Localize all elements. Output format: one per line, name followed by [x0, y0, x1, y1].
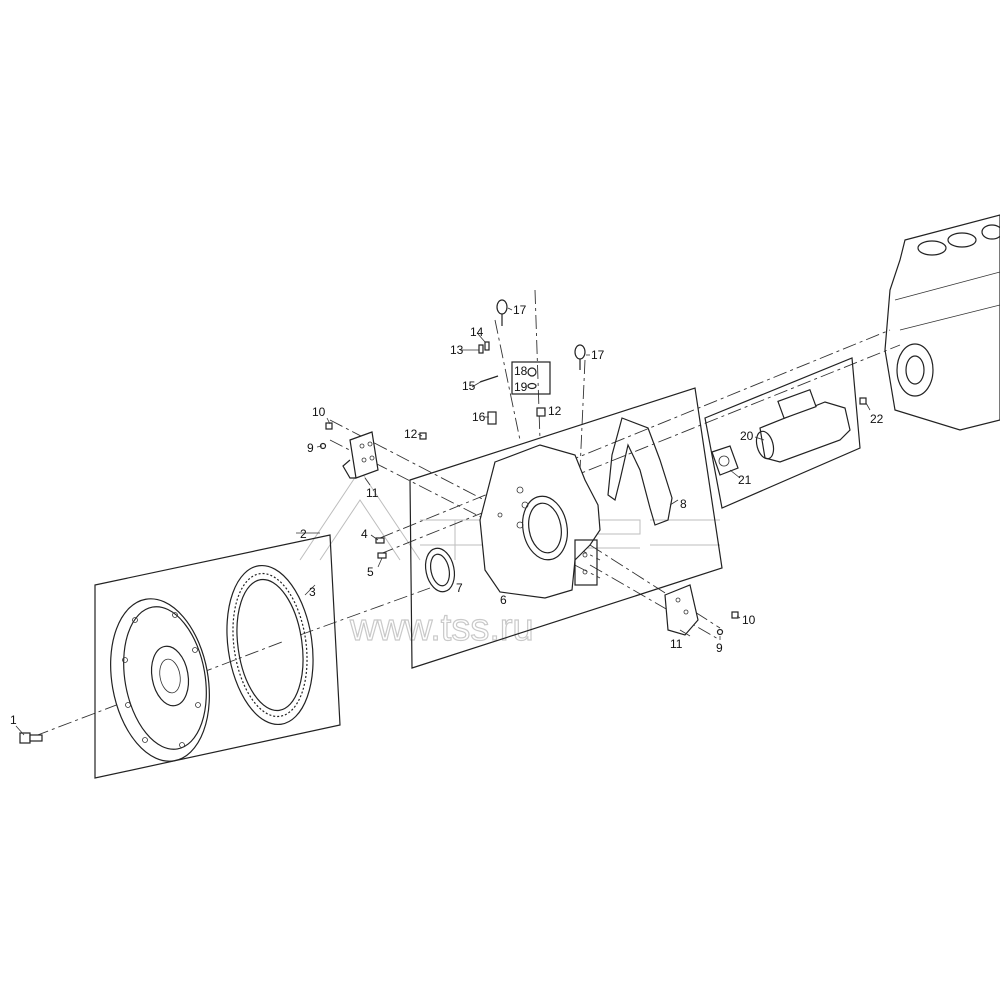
label-21: 21 [738, 473, 752, 487]
mounting-bracket-lower [664, 584, 699, 636]
label-17b: 17 [591, 348, 605, 362]
fasteners [319, 341, 867, 636]
label-14: 14 [470, 325, 484, 339]
flywheel-assembly [94, 532, 341, 779]
label-9b: 9 [716, 641, 723, 655]
label-4: 4 [361, 527, 368, 541]
label-3: 3 [309, 585, 316, 599]
label-12a: 12 [404, 427, 418, 441]
label-2: 2 [300, 527, 307, 541]
housing-gasket [607, 417, 673, 526]
label-15: 15 [462, 379, 476, 393]
label-11a: 11 [366, 486, 379, 500]
flywheel [110, 598, 210, 762]
mounting-bracket-upper [342, 431, 379, 479]
label-5: 5 [367, 565, 374, 579]
callout-labels: 1 2 3 4 5 6 7 8 9 9 10 10 11 11 12 12 13… [10, 303, 884, 727]
leader-lines [15, 307, 871, 736]
oil-seal [424, 547, 456, 593]
label-8: 8 [680, 497, 687, 511]
label-9a: 9 [307, 441, 314, 455]
label-16: 16 [472, 410, 486, 424]
flywheel-housing [479, 444, 601, 599]
label-10a: 10 [312, 405, 326, 419]
label-13: 13 [450, 343, 464, 357]
label-10b: 10 [742, 613, 756, 627]
label-12b: 12 [548, 404, 562, 418]
label-7: 7 [456, 581, 463, 595]
label-17a: 17 [513, 303, 527, 317]
lifting-eye-lower [574, 344, 586, 370]
engine-block [884, 214, 1000, 431]
label-20: 20 [740, 429, 754, 443]
label-11b: 11 [670, 637, 683, 651]
label-19: 19 [514, 380, 528, 394]
starter-gasket [711, 445, 739, 476]
flywheel-housing-assembly [409, 387, 723, 669]
lifting-eye-upper [496, 299, 508, 326]
flywheel-bolt-holes [122, 612, 201, 748]
watermark-text: www.tss.ru [349, 607, 534, 649]
starter-motor-assembly [704, 357, 861, 509]
flywheel-bolt [19, 732, 43, 744]
label-18: 18 [514, 364, 528, 378]
ring-gear [226, 564, 314, 726]
label-22: 22 [870, 412, 884, 426]
label-1: 1 [10, 713, 17, 727]
label-6: 6 [500, 593, 507, 607]
